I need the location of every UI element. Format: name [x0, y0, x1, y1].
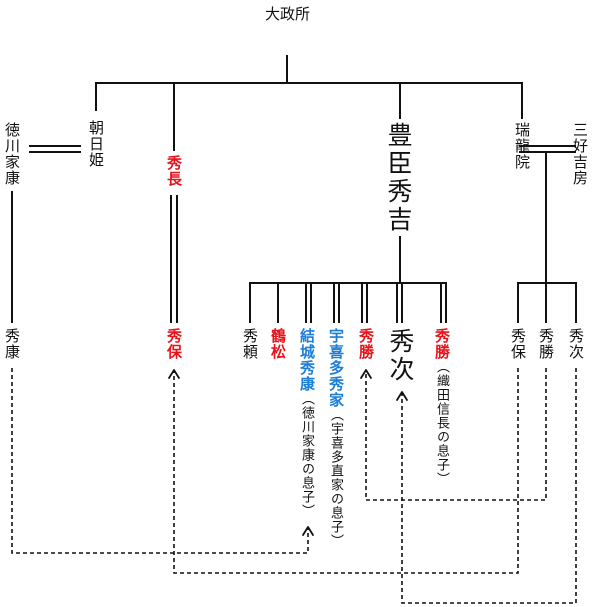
person-hidenaga-heir: 秀保: [165, 328, 183, 360]
adopt-path-hideyasu: [11, 368, 309, 554]
person-yuki-hideyasu: 結城秀康 （徳川家康の息子）: [298, 328, 316, 518]
person-omandokoro: 大政所: [265, 5, 311, 23]
person-hidetsugu: 秀次: [386, 328, 415, 384]
arrowhead-hidetoshi: [168, 369, 180, 379]
person-miyoshi-hidetsugu: 秀次: [567, 328, 585, 360]
person-miyoshi-hidekatsu: 秀勝: [537, 328, 555, 360]
adopt-path-hidetsugu: [401, 368, 577, 604]
person-hideyasu: 秀康: [3, 328, 21, 360]
person-miyoshi-hideyasu: 秀保: [509, 328, 527, 360]
ukita-hideie-name: 宇喜多秀家: [327, 328, 345, 408]
person-hidekatsu-oda: 秀勝 （織田信長の息子）: [433, 328, 451, 486]
person-hideyoshi: 豊臣秀吉: [384, 122, 413, 234]
person-tsurumatsu: 鶴松: [269, 328, 287, 360]
person-hidekatsu: 秀勝: [357, 328, 375, 360]
person-ukita-hideie: 宇喜多秀家 （宇喜多直家の息子）: [327, 328, 345, 548]
person-tokugawa-ieyasu: 徳川家康: [3, 122, 21, 186]
ukita-hideie-note: （宇喜多直家の息子）: [328, 408, 343, 548]
adopt-path-hidekatsu: [365, 368, 547, 501]
yuki-hideyasu-note: （徳川家康の息子）: [299, 392, 314, 518]
yuki-hideyasu-name: 結城秀康: [298, 328, 316, 392]
person-asahi: 朝日姫: [87, 120, 105, 168]
arrowhead-hidetsugu: [396, 391, 408, 401]
hidekatsu-oda-name: 秀勝: [433, 328, 451, 360]
arrowhead-hidekatsu: [360, 369, 372, 379]
person-hidenaga: 秀長: [165, 155, 183, 187]
person-miyoshi-yoshifusa: 三好吉房: [571, 122, 589, 186]
person-hideyori: 秀頼: [241, 328, 259, 360]
adopt-path-hidetoshi: [173, 368, 519, 574]
person-zuiryuin: 瑞龍院: [513, 122, 531, 170]
hidekatsu-oda-note: （織田信長の息子）: [434, 360, 449, 486]
arrowhead-yuki: [302, 526, 314, 536]
